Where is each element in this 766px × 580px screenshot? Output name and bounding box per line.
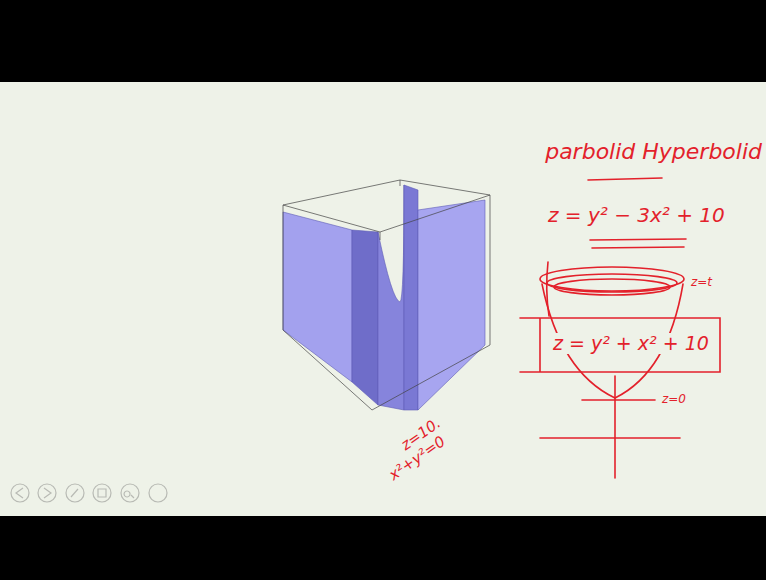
- surface-plot: [283, 185, 485, 410]
- level-note: z=t: [688, 276, 715, 289]
- level-line: [582, 399, 655, 401]
- surface-fold: [404, 185, 418, 410]
- nav-icon: [93, 484, 111, 502]
- underline: [588, 178, 662, 180]
- surface-panel: [283, 212, 352, 382]
- bottom-bar: [0, 516, 766, 580]
- box-edge: [283, 195, 490, 232]
- heading-note: parbolid Hyperbolid: [545, 140, 762, 164]
- equation: z = y² − 3x² + 10: [548, 204, 725, 226]
- axis-line: [614, 376, 616, 478]
- equation-box: [520, 318, 720, 372]
- surface-fold: [352, 230, 378, 405]
- slide-ground: [0, 82, 766, 516]
- nav-icon: [38, 484, 56, 502]
- bounding-box: [283, 180, 490, 410]
- cone-rim: [554, 279, 670, 295]
- level-note: z=0: [662, 393, 686, 406]
- nav-glyph: [16, 488, 134, 498]
- box-edge: [283, 180, 490, 345]
- box-edge: [283, 330, 490, 410]
- nav-icon: [11, 484, 29, 502]
- cone-rim: [547, 274, 677, 292]
- equation: z = y² + x² + 10: [550, 333, 712, 354]
- surface-trough: [378, 185, 404, 410]
- surface-panel: [418, 200, 485, 410]
- top-bar: [0, 0, 766, 82]
- box-edge: [283, 180, 490, 205]
- nav-icon: [149, 484, 167, 502]
- nav-icons: [11, 484, 167, 502]
- base-line: [540, 437, 680, 439]
- double-underline: [590, 239, 686, 248]
